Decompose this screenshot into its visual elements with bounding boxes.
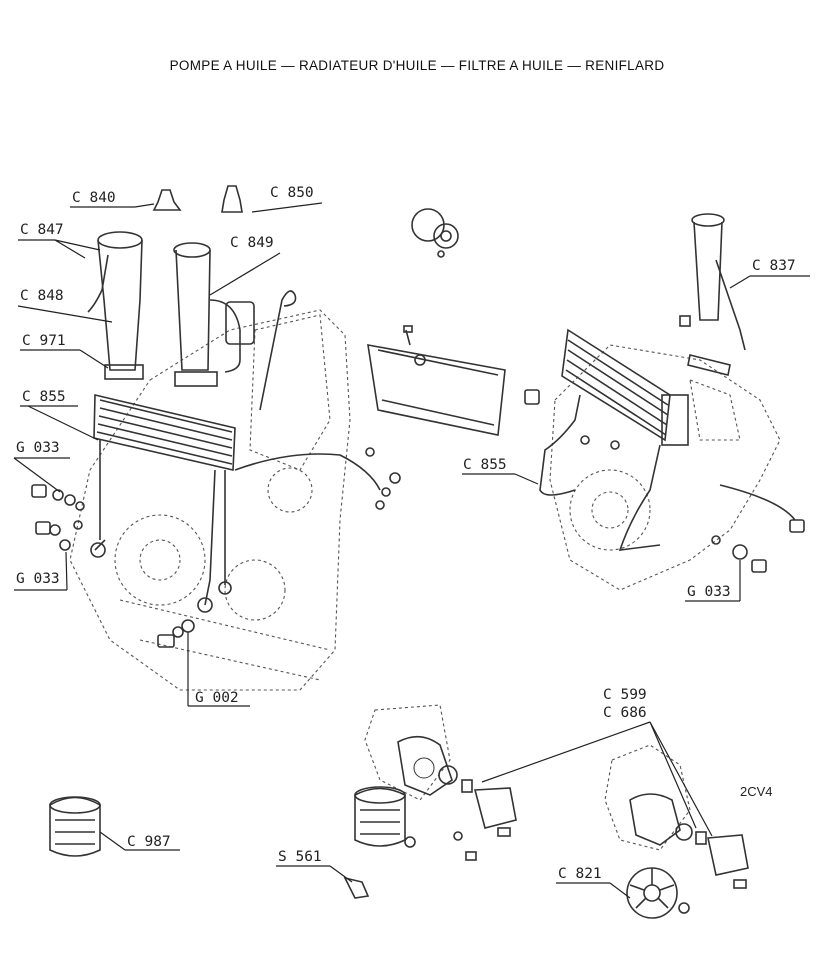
label-c849: C 849 [209, 235, 281, 296]
diagram-title: POMPE A HUILE — RADIATEUR D'HUILE — FILT… [169, 58, 665, 73]
pressure-switch-s561 [343, 876, 370, 899]
svg-text:C 837: C 837 [752, 258, 796, 274]
label-g033-bottom: G 033 [14, 551, 68, 591]
breather-cap-c840 [152, 189, 182, 211]
label-c855-left: C 855 [20, 389, 99, 441]
svg-text:G 033: G 033 [16, 571, 60, 587]
label-g033-top: G 033 [13, 440, 70, 493]
model-tag: 2CV4 [740, 784, 773, 799]
filler-tube-right [679, 213, 746, 376]
oil-pump-assembly-center [364, 704, 517, 861]
svg-text:C 599: C 599 [603, 687, 647, 703]
label-c855-right: C 855 [462, 457, 539, 485]
cooler-shroud [367, 325, 506, 436]
label-c987: C 987 [99, 831, 180, 851]
svg-text:C 855: C 855 [22, 389, 66, 405]
oil-pump-assembly-right [604, 744, 749, 889]
svg-text:G 002: G 002 [195, 690, 239, 706]
svg-text:C 855: C 855 [463, 457, 507, 473]
fittings-g033-left [31, 484, 85, 551]
fan-c821 [626, 867, 690, 919]
oil-filter-c987 [49, 796, 101, 857]
svg-text:S 561: S 561 [278, 849, 322, 865]
label-c840: C 840 [70, 190, 155, 208]
oil-pipe-left [234, 447, 401, 510]
oil-filler-tube-right [173, 242, 255, 387]
breather-cap-c850 [221, 185, 243, 213]
label-c837: C 837 [729, 258, 810, 289]
oil-filler-tube-left [87, 231, 144, 380]
svg-text:C 987: C 987 [127, 834, 171, 850]
oil-pipes-right [539, 394, 805, 573]
svg-text:C 849: C 849 [230, 235, 274, 251]
left-engine-block [69, 309, 351, 691]
label-g033-right: G 033 [685, 560, 741, 602]
label-c850: C 850 [251, 185, 323, 213]
label-g002: G 002 [187, 632, 250, 707]
oil-pump-gear-top [411, 208, 459, 258]
label-c599-c686: C 599 C 686 [481, 687, 713, 837]
svg-text:C 847: C 847 [20, 222, 64, 238]
svg-text:G 033: G 033 [16, 440, 60, 456]
label-c848: C 848 [17, 288, 113, 323]
fittings-g002 [157, 619, 195, 648]
svg-text:C 850: C 850 [270, 185, 314, 201]
dipstick [259, 290, 297, 411]
oil-cooler-right [561, 328, 689, 446]
label-c821: C 821 [556, 866, 631, 899]
label-c847: C 847 [18, 222, 101, 259]
svg-text:C 840: C 840 [72, 190, 116, 206]
oil-cooler-left [90, 393, 236, 613]
breather-bolt-right [524, 389, 620, 450]
svg-text:C 821: C 821 [558, 866, 602, 882]
svg-text:G 033: G 033 [687, 584, 731, 600]
svg-text:C 971: C 971 [22, 333, 66, 349]
label-c971: C 971 [20, 333, 109, 369]
oil-filter-center [354, 786, 416, 848]
svg-text:C 686: C 686 [603, 705, 647, 721]
label-s561: S 561 [276, 849, 353, 883]
right-engine-block [549, 344, 781, 591]
svg-text:C 848: C 848 [20, 288, 64, 304]
